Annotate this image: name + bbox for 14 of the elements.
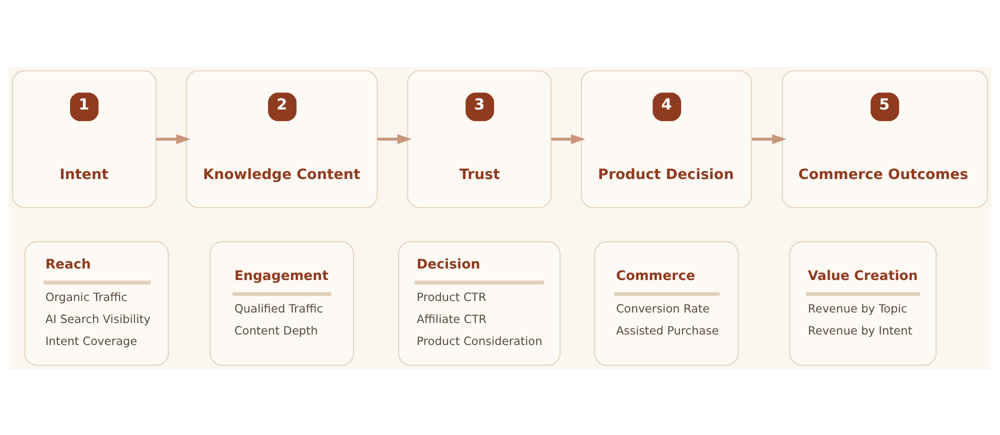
- node-box: 1 Intent: [12, 70, 156, 208]
- node-box: Engagement Qualified Traffic Content Depth: [210, 240, 354, 366]
- node-box: 4 Product Decision: [580, 70, 752, 208]
- node-box: 3 Trust: [407, 70, 552, 208]
- arrow: [551, 134, 586, 144]
- node-box: 5 Commerce Outcomes: [782, 70, 988, 208]
- node-box: Reach Organic Traffic AI Search Visibility Intent Coverage: [24, 240, 169, 366]
- node-box: Decision Product CTR Affiliate CTR Product Consideration: [398, 240, 561, 366]
- arrow: [156, 134, 191, 144]
- arrow: [752, 134, 786, 144]
- arrow: [378, 134, 412, 144]
- node-box: Commerce Conversion Rate Assisted Purchase: [594, 240, 739, 366]
- node-box: 2 Knowledge Content: [186, 70, 378, 208]
- node-box: Value Creation Revenue by Topic Revenue by Intent: [789, 240, 937, 366]
